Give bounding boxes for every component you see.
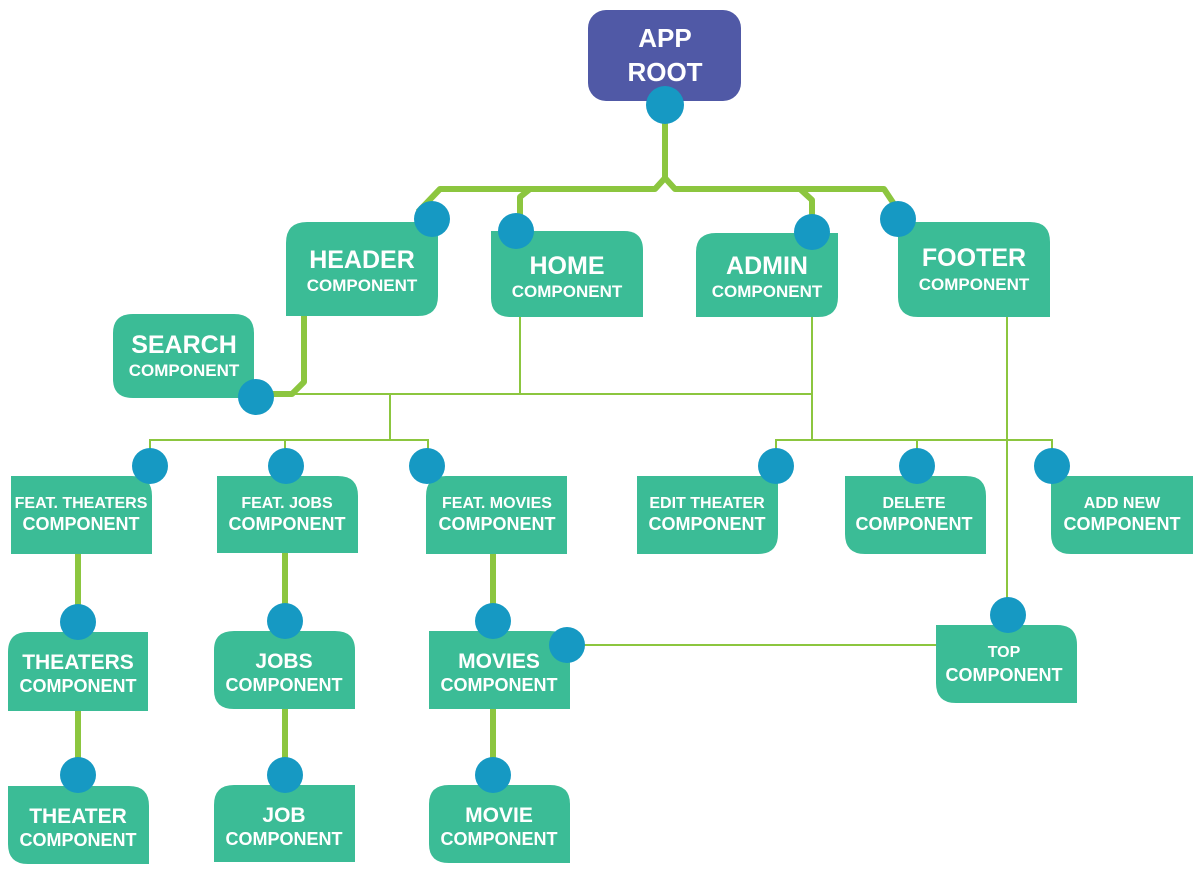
- connector-dot-search: [238, 379, 274, 415]
- node-home-subtitle: COMPONENT: [512, 282, 623, 301]
- node-home-component[interactable]: HOME COMPONENT: [491, 231, 643, 317]
- node-search-subtitle: COMPONENT: [129, 361, 240, 380]
- node-header-subtitle: COMPONENT: [307, 276, 418, 295]
- node-top-title: TOP: [988, 644, 1021, 661]
- node-footer-subtitle: COMPONENT: [919, 275, 1030, 294]
- node-app-root-line1: APP: [638, 23, 691, 53]
- node-feat-theaters-component[interactable]: FEAT. THEATERS COMPONENT: [11, 476, 152, 554]
- node-job-title: JOB: [262, 804, 305, 827]
- node-movies-subtitle: COMPONENT: [441, 675, 558, 695]
- node-feat-jobs-component[interactable]: FEAT. JOBS COMPONENT: [217, 476, 358, 553]
- node-header-component[interactable]: HEADER COMPONENT: [286, 222, 438, 316]
- connector-dot-home: [498, 213, 534, 249]
- node-add-new-component[interactable]: ADD NEW COMPONENT: [1051, 476, 1193, 554]
- connector-dot-feat-movies: [409, 448, 445, 484]
- node-app-root-line2: ROOT: [627, 57, 702, 87]
- node-admin-subtitle: COMPONENT: [712, 282, 823, 301]
- node-theaters-component[interactable]: THEATERS COMPONENT: [8, 632, 148, 711]
- connector-dot-header: [414, 201, 450, 237]
- node-movie-component[interactable]: MOVIE COMPONENT: [429, 785, 570, 863]
- connector-dot-job: [267, 757, 303, 793]
- node-jobs-subtitle: COMPONENT: [226, 675, 343, 695]
- node-theater-subtitle: COMPONENT: [20, 830, 137, 850]
- node-delete-component[interactable]: DELETE COMPONENT: [845, 476, 986, 554]
- connector-dot-admin: [794, 214, 830, 250]
- node-search-component[interactable]: SEARCH COMPONENT: [113, 314, 254, 398]
- node-home-title: HOME: [530, 252, 605, 280]
- node-movie-subtitle: COMPONENT: [441, 829, 558, 849]
- node-header-title: HEADER: [309, 246, 415, 274]
- node-jobs-title: JOBS: [255, 650, 312, 673]
- node-movie-title: MOVIE: [465, 804, 533, 827]
- nodes: APP ROOT HEADER COMPONENT HOME COMPONENT…: [8, 10, 1193, 864]
- node-delete-title: DELETE: [882, 495, 945, 512]
- connector-dot-movie: [475, 757, 511, 793]
- connector-dot-feat-jobs: [268, 448, 304, 484]
- node-edit-theater-subtitle: COMPONENT: [649, 514, 766, 534]
- node-theaters-title: THEATERS: [22, 651, 134, 674]
- connector-dot-edit-theater: [758, 448, 794, 484]
- node-movies-component[interactable]: MOVIES COMPONENT: [429, 631, 570, 709]
- connector-lines: [75, 105, 1053, 775]
- node-admin-component[interactable]: ADMIN COMPONENT: [696, 233, 838, 317]
- node-edit-theater-component[interactable]: EDIT THEATER COMPONENT: [637, 476, 778, 554]
- edge-root-header: [415, 175, 668, 215]
- node-feat-movies-title: FEAT. MOVIES: [442, 495, 552, 512]
- node-footer-title: FOOTER: [922, 244, 1026, 272]
- node-admin-title: ADMIN: [726, 252, 808, 280]
- node-app-root[interactable]: APP ROOT: [588, 10, 741, 101]
- connector-dots: [60, 86, 1070, 793]
- node-top-subtitle: COMPONENT: [946, 665, 1063, 685]
- node-search-title: SEARCH: [131, 331, 237, 359]
- node-feat-jobs-subtitle: COMPONENT: [229, 514, 346, 534]
- node-top-component[interactable]: TOP COMPONENT: [936, 625, 1077, 703]
- node-theaters-subtitle: COMPONENT: [20, 676, 137, 696]
- node-job-component[interactable]: JOB COMPONENT: [214, 785, 355, 862]
- node-jobs-component[interactable]: JOBS COMPONENT: [214, 631, 355, 709]
- edge-root-admin: [662, 175, 815, 220]
- connector-dot-movies-side: [549, 627, 585, 663]
- node-feat-movies-subtitle: COMPONENT: [439, 514, 556, 534]
- node-add-new-subtitle: COMPONENT: [1064, 514, 1181, 534]
- connector-dot-movies-top: [475, 603, 511, 639]
- node-edit-theater-title: EDIT THEATER: [649, 495, 765, 512]
- node-feat-movies-component[interactable]: FEAT. MOVIES COMPONENT: [426, 476, 567, 554]
- node-delete-subtitle: COMPONENT: [856, 514, 973, 534]
- edge-home-bus: [256, 316, 521, 395]
- node-movies-title: MOVIES: [458, 650, 540, 673]
- node-feat-jobs-title: FEAT. JOBS: [241, 495, 333, 512]
- node-job-subtitle: COMPONENT: [226, 829, 343, 849]
- connector-dot-add-new: [1034, 448, 1070, 484]
- node-add-new-title: ADD NEW: [1084, 495, 1161, 512]
- node-footer-component[interactable]: FOOTER COMPONENT: [898, 222, 1050, 317]
- node-theater-component[interactable]: THEATER COMPONENT: [8, 786, 149, 864]
- connector-dot-theater: [60, 757, 96, 793]
- connector-dot-jobs: [267, 603, 303, 639]
- node-feat-theaters-subtitle: COMPONENT: [23, 514, 140, 534]
- connector-dot-delete: [899, 448, 935, 484]
- node-feat-theaters-title: FEAT. THEATERS: [15, 495, 148, 512]
- connector-dot-top: [990, 597, 1026, 633]
- connector-dot-feat-theaters: [132, 448, 168, 484]
- edge-admin-bus: [520, 316, 813, 395]
- connector-dot-root: [646, 86, 684, 124]
- node-theater-title: THEATER: [29, 805, 127, 828]
- connector-dot-footer: [880, 201, 916, 237]
- connector-dot-theaters: [60, 604, 96, 640]
